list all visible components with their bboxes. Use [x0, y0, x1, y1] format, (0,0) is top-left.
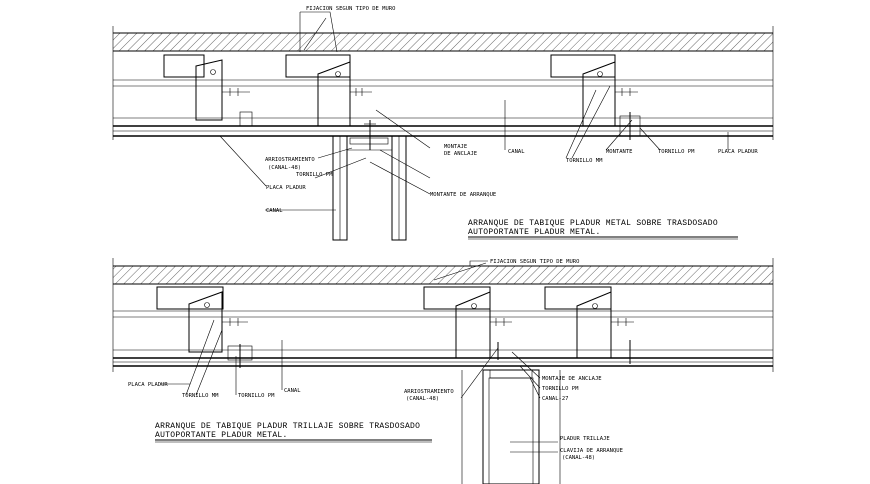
bottom-detail: FIJACION SEGUN TIPO DE MURO PLACA PLADUR… — [112, 258, 774, 484]
top-title-line2: AUTOPORTANTE PLADUR METAL. — [468, 228, 601, 237]
bottom-label-placa-pladur: PLACA PLADUR — [128, 382, 168, 388]
top-label-montante: MONTANTE — [606, 149, 633, 155]
bottom-label-canal48: (CANAL-48) — [406, 396, 439, 402]
bottom-bracket-3 — [544, 286, 634, 364]
bottom-frame-lines — [113, 310, 773, 367]
bottom-bracket-2 — [423, 286, 512, 360]
top-fixing-label: FIJACION SEGUN TIPO DE MURO — [306, 6, 395, 12]
top-label-montaje: MONTAJE — [444, 144, 467, 150]
bottom-label-clavija: CLAVIJA DE ARRANQUE — [560, 448, 623, 454]
top-label-tornillo-pm: TORNILLO PM — [296, 172, 333, 178]
top-label-tornillo-pm-right: TORNILLO PM — [658, 149, 695, 155]
top-label-tornillo-mm: TORNILLO MM — [566, 158, 603, 164]
bottom-label-montaje-anclaje: MONTAJE DE ANCLAJE — [542, 376, 602, 382]
top-label-canal: CANAL — [266, 208, 283, 214]
bottom-title-line2: AUTOPORTANTE PLADUR METAL. — [155, 431, 288, 440]
bottom-label-placa-trillaje: PLADUR TRILLAJE — [560, 436, 610, 442]
top-wall — [112, 26, 774, 140]
bottom-fixing-label: FIJACION SEGUN TIPO DE MURO — [490, 259, 579, 265]
top-label-canal48: (CANAL-48) — [268, 165, 301, 171]
bottom-label-canal: CANAL — [284, 388, 301, 394]
top-label-de-anclaje: DE ANCLAJE — [444, 151, 477, 157]
bottom-label-tornillo-pm-right: TORNILLO PM — [542, 386, 579, 392]
bottom-title-line1: ARRANQUE DE TABIQUE PLADUR TRILLAJE SOBR… — [155, 422, 420, 431]
bottom-label-tornillo-pm: TORNILLO PM — [238, 393, 275, 399]
top-bracket-1 — [163, 54, 253, 127]
bottom-leaders — [160, 260, 558, 453]
top-leaders — [219, 11, 729, 211]
bottom-label-tornillo-mm: TORNILLO MM — [182, 393, 219, 399]
top-frame-lines — [113, 79, 773, 137]
top-bracket-2 — [285, 54, 372, 127]
top-label-placa-pladur: PLACA PLADUR — [266, 185, 306, 191]
bottom-wall — [112, 258, 774, 372]
bottom-bracket-1 — [156, 286, 253, 368]
bottom-label-canal27: CANAL-27 — [542, 396, 569, 402]
top-label-montante-arranque: MONTANTE DE ARRANQUE — [430, 192, 496, 198]
bottom-label-clavija-canal48: (CANAL-48) — [562, 455, 595, 461]
top-partition — [332, 120, 407, 241]
top-label-placa-pladur-right: PLACA PLADUR — [718, 149, 758, 155]
top-title-line1: ARRANQUE DE TABIQUE PLADUR METAL SOBRE T… — [468, 219, 718, 228]
bottom-partition — [461, 369, 561, 484]
top-bracket-3 — [550, 54, 641, 140]
bottom-label-arriostramiento: ARRIOSTRAMIENTO — [404, 389, 454, 395]
top-label-canal-mid: CANAL — [508, 149, 525, 155]
top-detail: FIJACION SEGUN TIPO DE MURO ARRIOSTRAMIE… — [112, 6, 774, 241]
top-label-arriostramiento: ARRIOSTRAMIENTO — [265, 157, 315, 163]
